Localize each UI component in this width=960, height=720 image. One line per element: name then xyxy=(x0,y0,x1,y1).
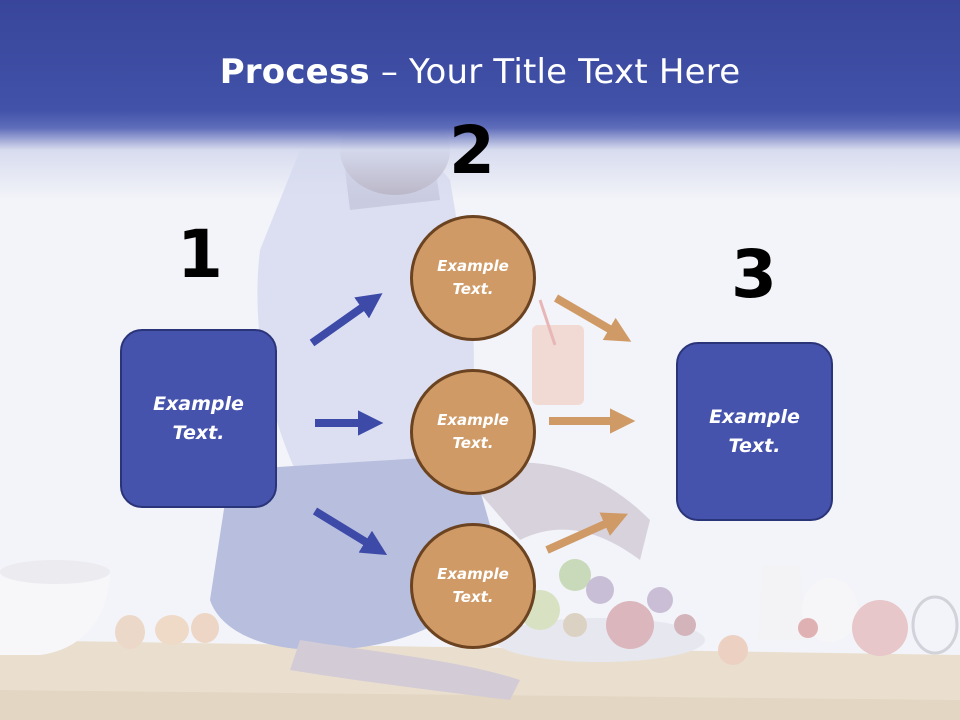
arrow-to-circle-bottom xyxy=(312,507,388,556)
slide-title: Process – Your Title Text Here xyxy=(0,52,960,92)
circle-bottom: Example Text. xyxy=(410,523,536,649)
circle-top-text: Example Text. xyxy=(437,256,509,298)
circle-middle: Example Text. xyxy=(410,369,536,495)
circle-bottom-text: Example Text. xyxy=(437,564,509,606)
circle-middle-text: Example Text. xyxy=(437,410,509,452)
box-step-3-text: Example Text. xyxy=(709,406,800,457)
box-step-1-text: Example Text. xyxy=(153,393,244,444)
step-number-1: 1 xyxy=(177,216,223,293)
step-number-3: 3 xyxy=(731,236,777,313)
arrow-from-circle-top xyxy=(553,294,632,342)
step-number-2: 2 xyxy=(449,112,495,189)
arrow-from-circle-bottom xyxy=(545,512,629,554)
title-banner xyxy=(0,0,960,200)
box-step-1: Example Text. xyxy=(120,329,277,508)
title-rest: – Your Title Text Here xyxy=(369,52,741,92)
arrow-to-circle-top xyxy=(309,293,383,347)
box-step-3: Example Text. xyxy=(676,342,833,521)
title-bold: Process xyxy=(219,52,370,92)
circle-top: Example Text. xyxy=(410,215,536,341)
